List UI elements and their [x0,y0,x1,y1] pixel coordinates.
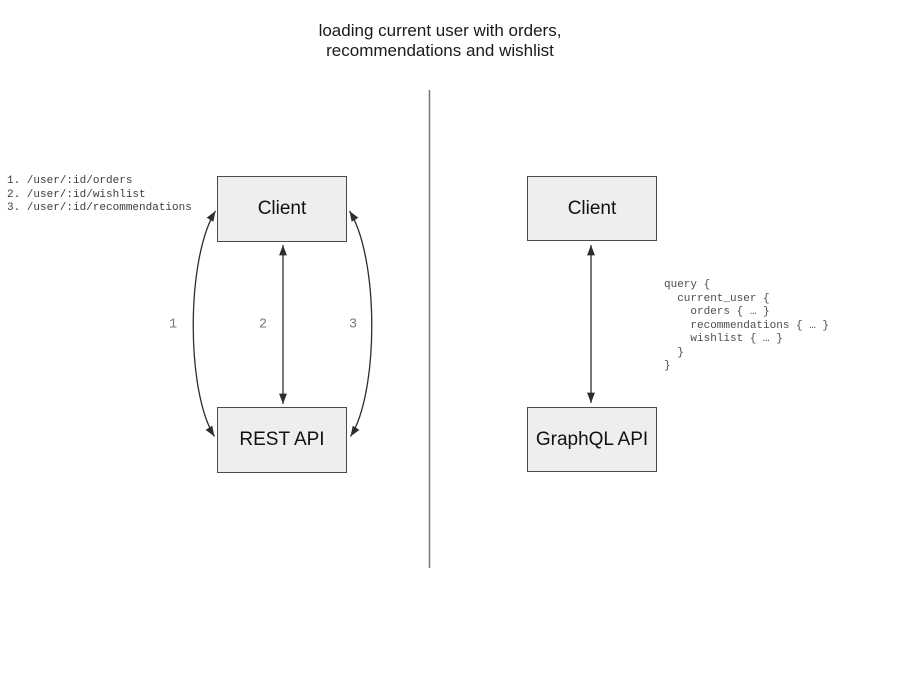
graphql-query-code: query { current_user { orders { … } reco… [664,279,830,372]
rest-api-label: REST API [239,429,325,450]
rest-api-box: REST API [217,407,347,473]
graphql-api-label: GraphQL API [535,428,649,450]
diagram-title: loading current user with orders, recomm… [318,21,562,60]
graphql-client-label: Client [567,197,617,219]
arrow-label-3: 3 [348,317,358,333]
arrow-label-2: 2 [258,317,268,333]
arrow-label-1: 1 [168,317,178,333]
graphql-api-box: GraphQL API [527,407,657,472]
rest-client-label: Client [257,198,307,219]
rest-client-box: Client [217,176,347,242]
rest-routes-list: 1. /user/:id/orders 2. /user/:id/wishlis… [7,175,192,214]
rest-arrow-1 [192,210,217,437]
graphql-client-box: Client [527,176,657,241]
